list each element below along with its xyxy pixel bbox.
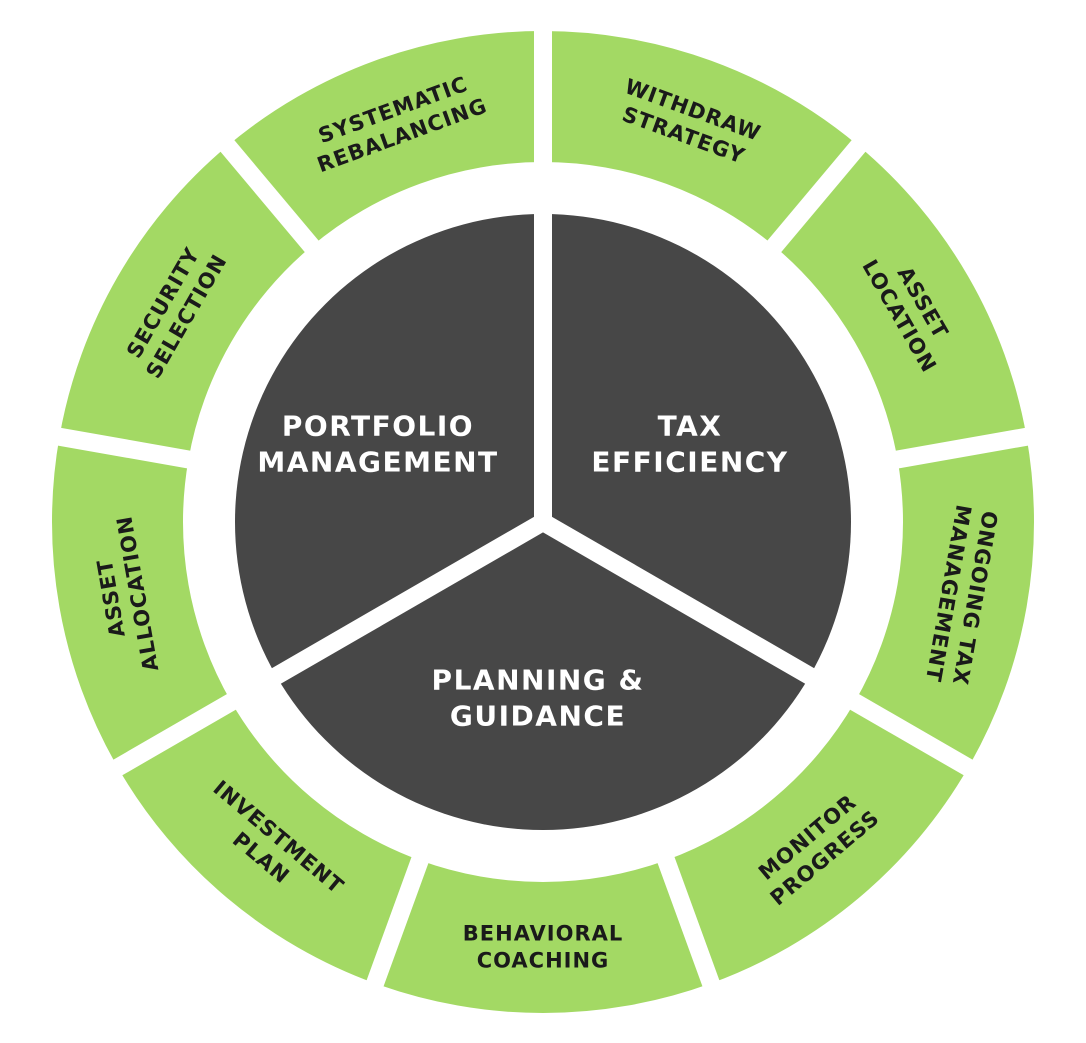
ring-segment (375, 860, 711, 1014)
ring-segment (59, 145, 312, 460)
core-segment-label-line: TAX (658, 410, 723, 443)
ring-segment-label-line: COACHING (477, 949, 610, 973)
ring-segment (666, 702, 969, 984)
core-segment-label-line: EFFICIENCY (591, 446, 788, 479)
ring-segment (117, 702, 420, 984)
ring-segment (51, 436, 232, 768)
ring-segment (543, 31, 859, 247)
core-segment-label-line: PLANNING & (432, 664, 645, 697)
core-segment-label-line: PORTFOLIO (282, 410, 474, 443)
core-gap-divider (267, 514, 548, 687)
core-segment-label: PLANNING &GUIDANCE (432, 664, 645, 733)
ring-segment-label: BEHAVIORAL COACHING (463, 922, 623, 973)
ring-segment-label-line: BEHAVIORAL (463, 922, 623, 946)
core-gap-divider (538, 514, 819, 687)
core-segment-label-line: GUIDANCE (450, 700, 626, 733)
ring-segment (227, 31, 543, 247)
core-segment-label-line: MANAGEMENT (257, 446, 498, 479)
ring-segment (854, 436, 1035, 768)
ring-segment (774, 145, 1027, 460)
